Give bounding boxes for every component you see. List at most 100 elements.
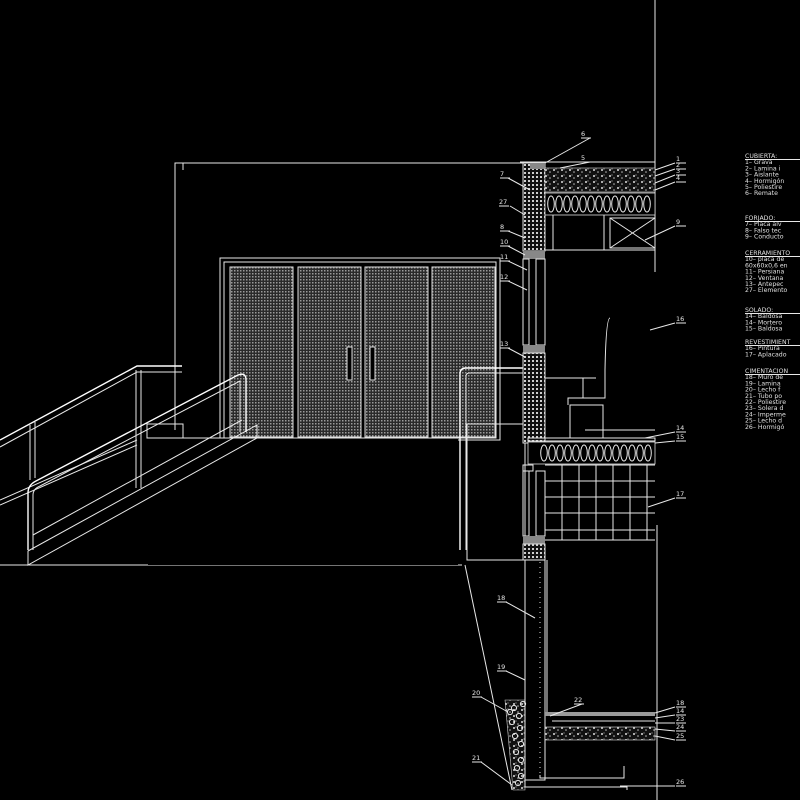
legend-item: 25– Lecho d xyxy=(745,418,782,425)
legend-item: 26– Hormigó xyxy=(745,423,784,431)
legend-item: 17– Aplacado xyxy=(745,351,787,358)
legend-item: 14– Mortero xyxy=(745,319,782,326)
leader-line xyxy=(654,714,676,719)
leader-line xyxy=(654,181,676,191)
legend-section-title: CERRAMIENTO xyxy=(745,250,790,257)
hollow-core xyxy=(619,195,627,213)
hollow-core xyxy=(635,195,643,213)
leader-line xyxy=(549,703,583,717)
legend-item: 5– Poliestire xyxy=(745,184,782,191)
legend-item: 2– Lamina i xyxy=(745,165,781,172)
legend-item: 1– Grava xyxy=(745,159,773,166)
callout-number: 22 xyxy=(574,696,582,704)
hollow-core xyxy=(643,195,651,213)
legend-item: 21– Tubo po xyxy=(745,393,782,400)
callout-number: 2 xyxy=(676,161,680,169)
legend-item: 13– Antepec xyxy=(745,281,784,288)
legend-item: 7– Placa alv xyxy=(745,221,782,228)
callout-number: 27 xyxy=(499,198,507,206)
hollow-core xyxy=(571,195,579,213)
hollow-core xyxy=(644,444,652,462)
legend-item: 3– Aislante xyxy=(745,172,779,179)
leader-line xyxy=(654,706,676,714)
hollow-core xyxy=(611,195,619,213)
legend-item: 15– Baldosa xyxy=(745,326,783,333)
hollow-core xyxy=(572,444,580,462)
legend-item: 12– Ventana xyxy=(745,275,784,282)
building-section xyxy=(520,0,658,800)
door-handle xyxy=(346,346,353,381)
legend-item: 6– Remate xyxy=(745,190,778,197)
leader-line xyxy=(480,696,509,713)
callout-number: 26 xyxy=(676,778,684,786)
callout-number: 13 xyxy=(500,340,508,348)
leader-line xyxy=(644,431,676,439)
callout-number: 17 xyxy=(676,490,684,498)
callout-number: 21 xyxy=(472,754,480,762)
legend-item: 23– Solera d xyxy=(745,405,783,412)
leader-line xyxy=(654,440,676,444)
handrails xyxy=(0,365,526,561)
callout-number: 14 xyxy=(676,424,684,432)
leader-line xyxy=(507,280,528,291)
leader-line xyxy=(654,168,676,177)
hollow-core xyxy=(556,444,564,462)
hollow-core xyxy=(595,195,603,213)
callout-number: 19 xyxy=(497,663,505,671)
hollow-core xyxy=(555,195,563,213)
callout-number: 5 xyxy=(581,154,585,162)
leader-line xyxy=(647,497,676,508)
leader-line xyxy=(505,670,526,681)
leader-line xyxy=(505,601,536,619)
legend-item: 24– Imperme xyxy=(745,411,786,418)
door-panel xyxy=(229,266,294,438)
legend-item: 10– placa de xyxy=(745,256,784,263)
leader-line xyxy=(559,161,591,169)
hollow-core xyxy=(628,444,636,462)
hollow-core xyxy=(588,444,596,462)
hollow-core xyxy=(612,444,620,462)
callout-number: 8 xyxy=(500,223,504,231)
callout-number: 25 xyxy=(676,732,684,740)
hollow-core xyxy=(620,444,628,462)
callout-number: 15 xyxy=(676,433,684,441)
legend-section-title: FORJADO: xyxy=(745,215,775,222)
hollow-core xyxy=(547,195,555,213)
legend-item: 18– Muro de xyxy=(745,374,783,381)
leader-line xyxy=(654,174,676,184)
hollow-core xyxy=(604,444,612,462)
callout-number: 20 xyxy=(472,689,480,697)
callout-number: 24 xyxy=(676,723,684,731)
legend-section-title: CIMENTACION xyxy=(745,368,788,375)
legend-item: 14– Baldosa xyxy=(745,313,783,320)
staircase xyxy=(0,423,462,566)
callout-number: 3 xyxy=(676,167,680,175)
legend-section-title: REVESTIMIENT xyxy=(745,339,791,346)
door-panel xyxy=(431,266,496,438)
legend-item: 8– Falso tec xyxy=(745,227,782,234)
legend-item: 16– Pintura xyxy=(745,345,780,352)
leader-line xyxy=(507,245,526,256)
legend-section-title: SOLADO: xyxy=(745,307,773,314)
callout-number: 7 xyxy=(500,170,504,178)
leader-line xyxy=(654,162,676,171)
callout-number: 4 xyxy=(676,174,680,182)
callout-number: 14 xyxy=(676,707,684,715)
leader-line xyxy=(507,230,526,239)
callout-number: 18 xyxy=(676,699,684,707)
callout-number: 18 xyxy=(497,594,505,602)
legend-item: 9– Conducto xyxy=(745,234,784,241)
leader-line xyxy=(544,137,591,164)
hollow-core xyxy=(579,195,587,213)
legend-item: 22– Poliestire xyxy=(745,399,786,406)
legend-item: 27– Elemento xyxy=(745,287,788,294)
legend-section-title: CUBIERTA: xyxy=(745,153,777,160)
hollow-core xyxy=(587,195,595,213)
callout-number: 11 xyxy=(500,253,508,261)
leader-line xyxy=(480,761,513,786)
callout-number: 6 xyxy=(581,130,585,138)
hollow-core xyxy=(580,444,588,462)
